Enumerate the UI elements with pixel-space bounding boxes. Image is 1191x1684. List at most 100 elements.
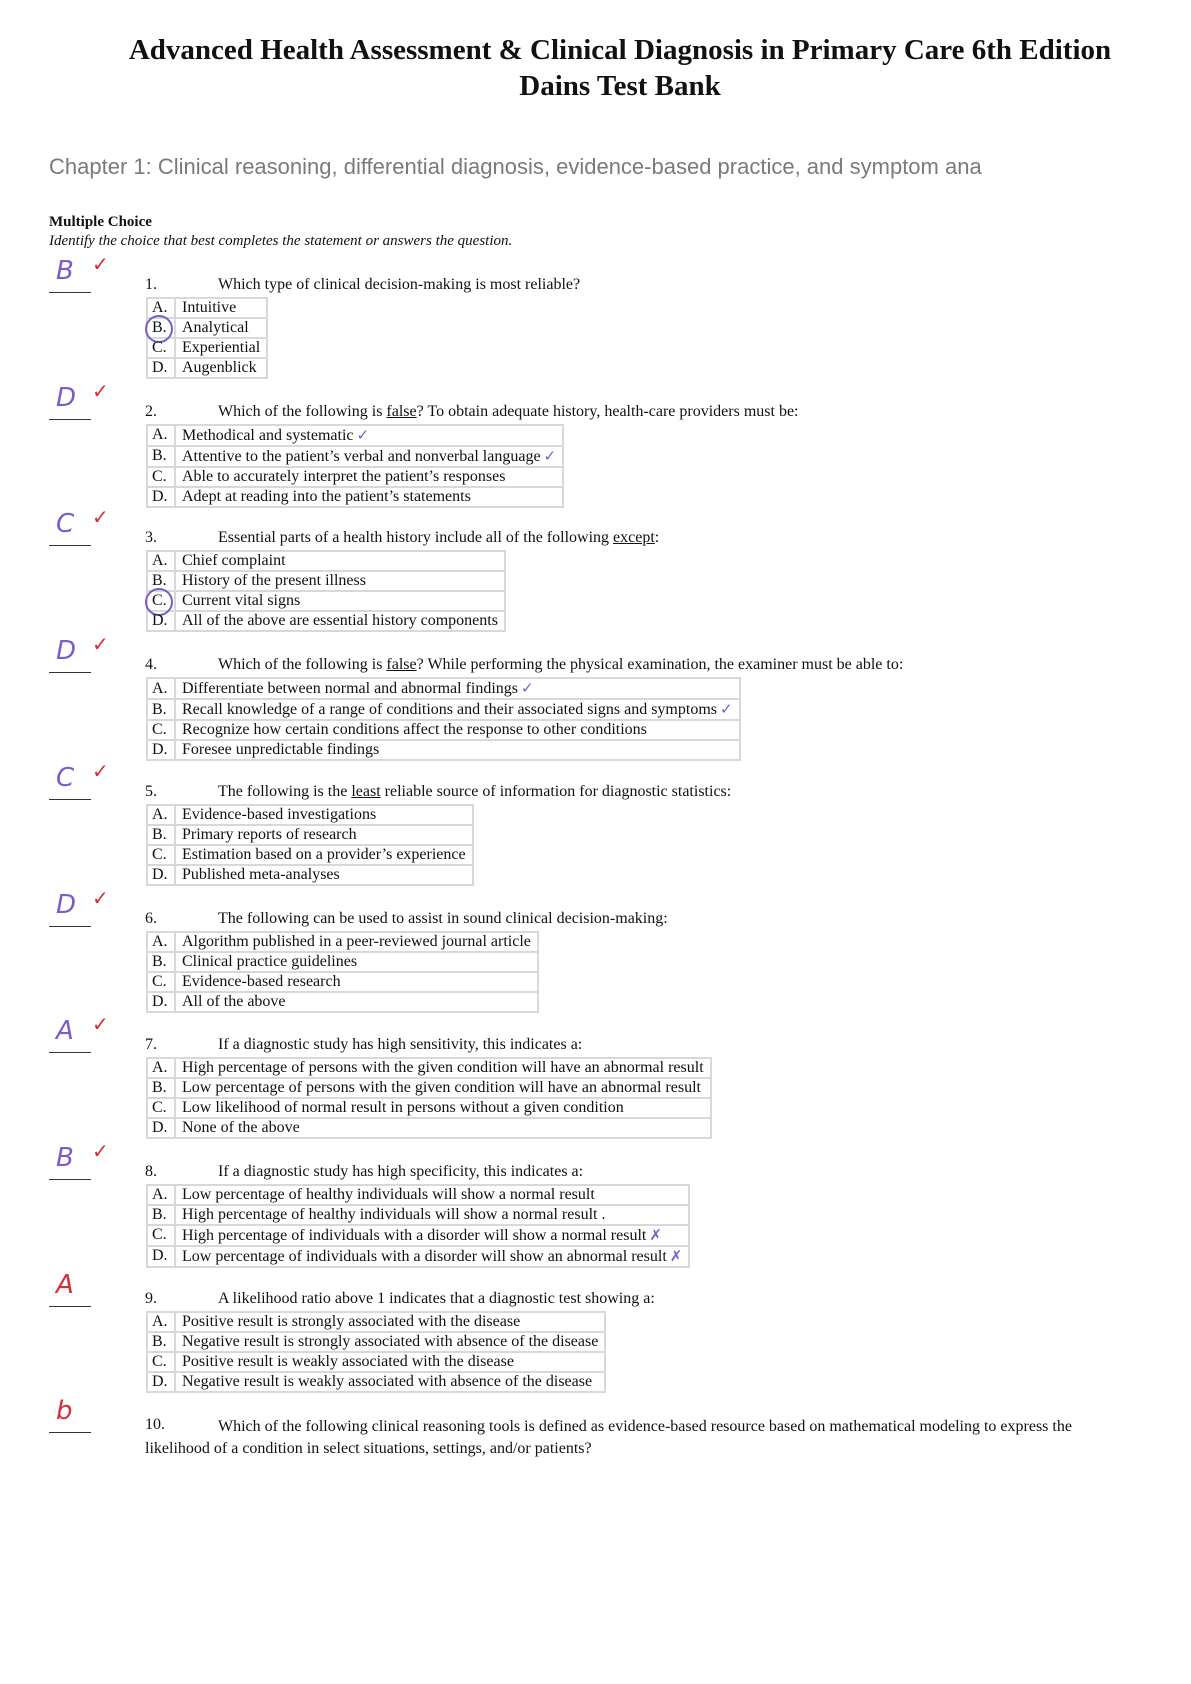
option-text: Evidence-based research — [174, 970, 539, 993]
option-text: Estimation based on a provider’s experie… — [174, 843, 474, 866]
option-letter-text: D. — [152, 865, 168, 883]
option-letter: D. — [146, 357, 176, 379]
section-heading: Multiple Choice — [49, 214, 152, 230]
option-text: High percentage of individuals with a di… — [173, 1223, 691, 1247]
option-letter-text: A. — [152, 805, 168, 823]
option-row[interactable]: A. Chief complaint — [146, 550, 506, 573]
option-text: Algorithm published in a peer-reviewed j… — [174, 930, 539, 953]
chapter-heading: Chapter 1: Clinical reasoning, different… — [49, 154, 982, 179]
option-letter-text: B. — [152, 1205, 167, 1223]
option-row[interactable]: C.Low likelihood of normal result in per… — [146, 1097, 712, 1120]
option-row[interactable]: D.All of the above — [146, 990, 539, 1013]
option-row[interactable]: D.Negative result is weakly associated w… — [146, 1370, 607, 1393]
option-letter-text: D. — [152, 359, 168, 376]
option-letter: C. — [146, 970, 176, 993]
option-row[interactable]: A.Methodical and systematic✓ — [146, 423, 565, 447]
option-letter: D. — [146, 610, 176, 633]
option-letter-text: D. — [152, 1372, 168, 1390]
option-row[interactable]: C.Able to accurately interpret the patie… — [146, 465, 565, 488]
option-row[interactable]: D.Published meta-analyses — [146, 863, 474, 886]
handwritten-answer: B — [56, 1142, 74, 1173]
option-letter-text: A. — [152, 1059, 168, 1077]
answer-blank — [49, 896, 91, 927]
option-text: Low percentage of healthy individuals wi… — [173, 1183, 691, 1206]
option-letter-text: A. — [152, 679, 168, 697]
option-row[interactable]: C.High percentage of individuals with a … — [146, 1223, 691, 1247]
option-row[interactable]: C.Experiential — [146, 337, 269, 359]
option-row[interactable]: B.Low percentage of persons with the giv… — [146, 1077, 712, 1100]
option-row[interactable]: B.Primary reports of research — [146, 823, 474, 846]
option-letter-text: A. — [152, 552, 168, 570]
option-text: Experiential — [173, 337, 269, 359]
option-row[interactable]: B.Negative result is strongly associated… — [146, 1330, 607, 1353]
option-row[interactable]: B.Recall knowledge of a range of conditi… — [146, 698, 741, 722]
option-text: Positive result is weakly associated wit… — [173, 1350, 607, 1373]
option-row[interactable]: A. Low percentage of healthy individuals … — [146, 1183, 691, 1206]
answer-blank — [49, 389, 91, 420]
option-row[interactable]: D.Low percentage of individuals with a d… — [146, 1244, 691, 1268]
question-emphasis: false — [386, 656, 417, 674]
option-text: Chief complaint — [174, 550, 506, 573]
option-row[interactable]: C.Current vital signs — [145, 588, 506, 617]
question-number: 4. — [145, 656, 157, 674]
option-row[interactable]: A.Positive result is strongly associated… — [146, 1310, 607, 1333]
check-mark-icon: ✓ — [543, 446, 557, 465]
option-row[interactable]: A.High percentage of persons with the gi… — [146, 1057, 712, 1080]
option-letter: C. — [146, 1350, 176, 1373]
option-row[interactable]: D.None of the above — [146, 1117, 712, 1140]
answer-blank — [49, 642, 91, 674]
question-text: If a diagnostic study has high specifici… — [218, 1163, 583, 1181]
option-label: High percentage of healthy individuals w… — [182, 1205, 606, 1223]
option-label: Evidence-based research — [182, 972, 341, 990]
question-text: Which of the following is false? While p… — [218, 656, 903, 674]
option-row[interactable]: C. Estimation based on a provider’s exper… — [146, 843, 474, 866]
option-row[interactable]: C. Evidence-based research — [146, 970, 539, 993]
option-row[interactable]: C. Recognize how certain conditions affec… — [146, 719, 741, 742]
option-row[interactable]: D.Foresee unpredictable findings — [146, 739, 741, 762]
option-text: History of the present illness — [174, 570, 506, 593]
option-letter-text: A. — [152, 1185, 168, 1203]
option-row[interactable]: D.Adept at reading into the patient’s st… — [146, 485, 565, 508]
option-row[interactable]: D.Augenblick — [146, 357, 269, 379]
option-text: Evidence-based investigations — [174, 803, 474, 826]
option-row[interactable]: D.All of the above are essential history… — [146, 610, 506, 633]
option-letter-text: B. — [152, 572, 167, 590]
question-text-post: : — [654, 529, 660, 547]
answer-blank — [49, 1022, 91, 1054]
option-row[interactable]: B.Clinical practice guidelines — [146, 950, 539, 973]
option-label: Negative result is strongly associated w… — [182, 1332, 599, 1350]
option-row[interactable]: A. Differentiate between normal and abnor… — [146, 677, 741, 701]
handwritten-answer: D — [56, 636, 77, 667]
option-label: None of the above — [182, 1119, 300, 1137]
question-number: 7. — [145, 1036, 157, 1054]
option-row[interactable]: B. History of the present illness — [146, 570, 506, 593]
option-row[interactable]: A.Algorithm published in a peer-reviewed… — [146, 930, 539, 953]
options-table: A.Positive result is strongly associated… — [146, 1310, 607, 1393]
question-number: 8. — [145, 1162, 157, 1180]
option-letter-text: B. — [152, 952, 167, 970]
option-label: Adept at reading into the patient’s stat… — [182, 487, 471, 505]
option-row[interactable]: A. Evidence-based investigations — [146, 803, 474, 826]
option-text: Negative result is strongly associated w… — [173, 1330, 607, 1353]
option-letter: C. — [146, 719, 176, 742]
option-row[interactable]: A.Intuitive — [146, 297, 269, 319]
option-row[interactable]: B. High percentage of healthy individuals… — [146, 1203, 691, 1226]
handwritten-answer: A — [56, 1269, 74, 1300]
option-row[interactable]: B.Analytical — [145, 315, 269, 343]
option-letter-text: C. — [152, 845, 167, 863]
option-letter-text: A. — [152, 426, 168, 444]
option-letter: A. — [146, 803, 176, 826]
option-label: Recognize how certain conditions affect … — [182, 721, 647, 739]
option-letter-text: A. — [152, 299, 168, 316]
option-label: Low likelihood of normal result in perso… — [182, 1099, 624, 1117]
option-label: Experiential — [182, 339, 261, 356]
option-text: Recognize how certain conditions affect … — [174, 719, 741, 742]
option-label: Foresee unpredictable findings — [182, 741, 380, 759]
option-text: Differentiate between normal and abnorma… — [174, 677, 741, 701]
question-text: Which of the following clinical reasonin… — [145, 1418, 1072, 1458]
option-row[interactable]: C.Positive result is weakly associated w… — [146, 1350, 607, 1373]
question-emphasis: except — [613, 529, 655, 547]
option-letter: D. — [146, 1370, 176, 1393]
option-row[interactable]: B.Attentive to the patient’s verbal and … — [146, 444, 565, 468]
option-letter: A. — [146, 550, 176, 573]
